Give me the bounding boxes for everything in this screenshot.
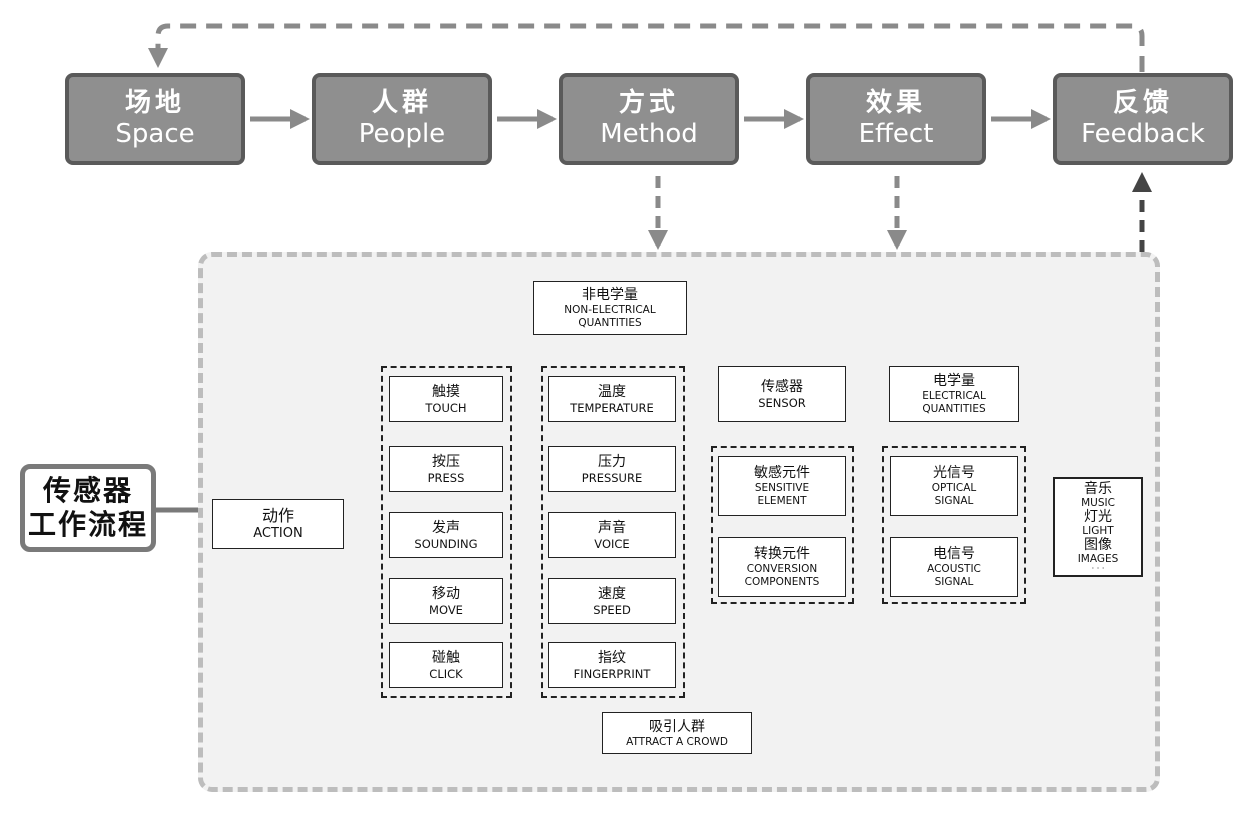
action-en: ACTION	[253, 526, 303, 541]
sensor-parts-group	[711, 446, 854, 604]
sensor-workflow-label: 传感器 工作流程	[20, 464, 156, 552]
effect-zh: 效果	[865, 88, 926, 118]
optical-signal-box: 光信号 OPTICAL SIGNAL	[890, 456, 1018, 516]
space-en: Space	[115, 119, 195, 149]
music-en: MUSIC	[1081, 497, 1115, 509]
quantity-temperature: 温度 TEMPERATURE	[548, 376, 676, 422]
optical-signal-en2: SIGNAL	[934, 495, 974, 507]
pressure-zh: 压力	[598, 454, 626, 470]
outputs-ellipsis: · · ·	[1091, 564, 1105, 573]
action-box: 动作 ACTION	[212, 499, 344, 549]
touch-en: TOUCH	[425, 401, 467, 415]
electrical-zh: 电学量	[933, 373, 975, 389]
people-en: People	[358, 119, 446, 149]
sensor-en: SENSOR	[758, 396, 806, 410]
pressure-en: PRESSURE	[581, 471, 643, 485]
top-box-feedback: 反馈 Feedback	[1053, 73, 1233, 165]
actions-group	[381, 366, 512, 698]
move-zh: 移动	[432, 586, 460, 602]
action-touch: 触摸 TOUCH	[389, 376, 503, 422]
sensitive-element-box: 敏感元件 SENSITIVE ELEMENT	[718, 456, 846, 516]
non-electrical-en1: NON-ELECTRICAL	[564, 304, 656, 316]
conversion-components-box: 转换元件 CONVERSION COMPONENTS	[718, 537, 846, 597]
speed-en: SPEED	[593, 603, 631, 617]
feedback-loop-arrow	[148, 23, 1145, 72]
electric-signal-box: 电信号 ACOUSTIC SIGNAL	[890, 537, 1018, 597]
attract-crowd-box: 吸引人群 ATTRACT A CROWD	[602, 712, 752, 754]
electrical-en1: ELECTRICAL	[922, 390, 986, 402]
sounding-zh: 发声	[432, 520, 460, 536]
fingerprint-zh: 指纹	[598, 650, 626, 666]
outputs-box: 音乐 MUSIC 灯光 LIGHT 图像 IMAGES · · ·	[1053, 477, 1143, 577]
conversion-components-en1: CONVERSION	[746, 563, 818, 575]
top-box-method: 方式 Method	[559, 73, 739, 165]
fingerprint-en: FINGERPRINT	[573, 667, 651, 681]
sensitive-element-en2: ELEMENT	[757, 495, 807, 507]
electrical-box: 电学量 ELECTRICAL QUANTITIES	[889, 366, 1019, 422]
light-en: LIGHT	[1082, 525, 1114, 537]
press-en: PRESS	[427, 471, 465, 485]
temperature-en: TEMPERATURE	[570, 401, 654, 415]
sensitive-element-zh: 敏感元件	[754, 465, 810, 481]
action-sounding: 发声 SOUNDING	[389, 512, 503, 558]
action-click: 碰触 CLICK	[389, 642, 503, 688]
sensitive-element-en1: SENSITIVE	[754, 482, 810, 494]
click-zh: 碰触	[432, 650, 460, 666]
voice-zh: 声音	[598, 520, 626, 536]
people-zh: 人群	[371, 88, 432, 118]
quantities-group	[541, 366, 685, 698]
space-zh: 场地	[124, 88, 185, 118]
sensor-workflow-region	[198, 252, 1160, 792]
sensor-box: 传感器 SENSOR	[718, 366, 846, 422]
quantity-pressure: 压力 PRESSURE	[548, 446, 676, 492]
electric-signal-en1: ACOUSTIC	[927, 563, 981, 575]
electric-signal-zh: 电信号	[933, 546, 975, 562]
side-label-line1: 传感器	[42, 474, 133, 507]
attract-en: ATTRACT A CROWD	[626, 735, 728, 748]
sensor-zh: 传感器	[761, 379, 803, 395]
music-zh: 音乐	[1084, 481, 1112, 497]
touch-zh: 触摸	[432, 384, 460, 400]
side-label-line2: 工作流程	[27, 508, 148, 541]
feedback-en: Feedback	[1081, 119, 1205, 149]
method-zh: 方式	[618, 88, 679, 118]
electrical-en2: QUANTITIES	[922, 403, 986, 415]
optical-signal-en1: OPTICAL	[931, 482, 977, 494]
non-electrical-en2: QUANTITIES	[578, 317, 642, 329]
quantity-fingerprint: 指纹 FINGERPRINT	[548, 642, 676, 688]
quantity-speed: 速度 SPEED	[548, 578, 676, 624]
light-zh: 灯光	[1084, 509, 1112, 525]
optical-signal-zh: 光信号	[933, 465, 975, 481]
speed-zh: 速度	[598, 586, 626, 602]
feedback-zh: 反馈	[1112, 88, 1173, 118]
temperature-zh: 温度	[598, 384, 626, 400]
non-electrical-box: 非电学量 NON-ELECTRICAL QUANTITIES	[533, 281, 687, 335]
top-box-effect: 效果 Effect	[806, 73, 986, 165]
conversion-components-en2: COMPONENTS	[744, 576, 820, 588]
action-press: 按压 PRESS	[389, 446, 503, 492]
method-en: Method	[600, 119, 698, 149]
attract-zh: 吸引人群	[649, 718, 705, 735]
electric-signal-en2: SIGNAL	[934, 576, 974, 588]
action-zh: 动作	[261, 506, 294, 525]
signals-group	[882, 446, 1026, 604]
click-en: CLICK	[429, 667, 463, 681]
top-box-people: 人群 People	[312, 73, 492, 165]
conversion-components-zh: 转换元件	[754, 546, 810, 562]
top-box-space: 场地 Space	[65, 73, 245, 165]
sounding-en: SOUNDING	[414, 537, 478, 551]
move-en: MOVE	[429, 603, 463, 617]
action-move: 移动 MOVE	[389, 578, 503, 624]
non-electrical-zh: 非电学量	[582, 287, 638, 303]
voice-en: VOICE	[594, 537, 630, 551]
quantity-voice: 声音 VOICE	[548, 512, 676, 558]
images-en: IMAGES	[1077, 553, 1119, 565]
images-zh: 图像	[1084, 537, 1112, 553]
press-zh: 按压	[432, 454, 460, 470]
effect-en: Effect	[858, 119, 934, 149]
